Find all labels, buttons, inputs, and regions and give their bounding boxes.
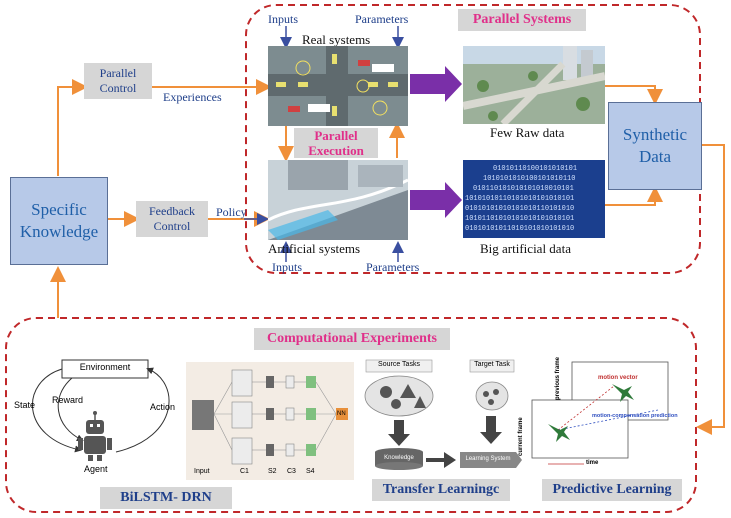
parameters-bottom-label: Parameters [366, 260, 420, 274]
synthetic-data-box: Synthetic Data [608, 102, 702, 190]
big-artificial-data-label: Big artificial data [480, 241, 571, 256]
transfer-learning-system-label: Learning System [465, 456, 511, 462]
policy-label: Policy [216, 205, 247, 219]
network-diagram [186, 362, 354, 480]
flow-big-to-synthetic [605, 186, 663, 206]
parallel-systems-title-box: Parallel Systems [458, 9, 586, 31]
network-nn-label: NN [337, 411, 346, 417]
transfer-diagram [364, 359, 522, 470]
parallel-execution-box: Parallel Execution [294, 128, 378, 158]
parameters-top-label: Parameters [355, 12, 409, 26]
plane-previous-icon [612, 384, 634, 402]
real-systems-image [268, 46, 408, 126]
parallel-execution-label: Parallel Execution [308, 128, 364, 158]
rl-action-label: Action [150, 402, 176, 412]
specific-knowledge-box: Specific Knowledge [10, 177, 108, 265]
real-systems-label: Real systems [302, 32, 371, 47]
rl-state-arrow [31, 368, 82, 453]
network-input-label: Input [194, 468, 210, 475]
bilstm-label: BiLSTM- DRN [120, 490, 212, 505]
computational-experiments-frame [5, 317, 697, 513]
predictive-current-frame-label: current frame [518, 417, 524, 456]
svg-text:010110101010101010010101: 010110101010101010010101 [473, 185, 574, 193]
predictive-label-box: Predictive Learning [542, 479, 682, 501]
transfer-label: Transfer Learningc [382, 482, 500, 497]
synthetic-data-label: Synthetic Data [622, 125, 688, 166]
svg-text:01010101010101010110101010: 01010101010101010110101010 [465, 205, 574, 213]
rl-agent-label: Agent [84, 464, 108, 474]
artificial-systems-image [268, 160, 408, 240]
network-c3-label: C3 [287, 468, 296, 475]
current-frame-box [531, 399, 629, 459]
artificial-systems-label: Artificial systems [268, 241, 361, 256]
svg-text:10101010110101010101010101: 10101010110101010101010101 [465, 195, 574, 203]
purple-arrow-artificial [410, 182, 462, 218]
parallel-control-label: Parallel Control [99, 66, 137, 95]
few-raw-data-image [463, 46, 605, 124]
robot-icon [78, 411, 112, 461]
rl-environment-label: Environment [79, 362, 131, 372]
specific-knowledge-label: Specific Knowledge [19, 200, 99, 241]
inputs-bottom-label: Inputs [272, 260, 302, 274]
flow-synthetic-to-experiments [696, 144, 725, 435]
few-raw-data-label: Few Raw data [490, 125, 565, 140]
flow-knowledge-to-control [57, 79, 88, 176]
transfer-label-box: Transfer Learningc [372, 479, 510, 501]
network-c1-label: C1 [240, 468, 249, 475]
transfer-target-label: Target Task [474, 361, 510, 368]
parallel-control-box: Parallel Control [84, 63, 152, 99]
predictive-label: Predictive Learning [552, 482, 672, 497]
rl-reward-arrow [57, 377, 84, 441]
svg-text:01010110100101010101: 01010110100101010101 [493, 165, 577, 173]
rl-diagram [31, 359, 170, 461]
experiences-label: Experiences [163, 90, 222, 104]
parallel-systems-title: Parallel Systems [472, 12, 572, 27]
big-artificial-data-image: 01010110100101010101 1010101010100101010… [463, 160, 605, 238]
feedback-control-label: Feedback Control [149, 204, 195, 233]
svg-text:01010101011010101010101010: 01010101011010101010101010 [465, 225, 574, 233]
transfer-source-label: Source Tasks [378, 361, 420, 368]
purple-arrow-real [410, 66, 462, 102]
predictive-motion-compensation-label: motion-compensation prediction [592, 413, 678, 419]
svg-text:10101101010101010101010101: 10101101010101010101010101 [465, 215, 574, 223]
inputs-top-label: Inputs [268, 12, 298, 26]
rl-reward-label: Reward [52, 395, 84, 405]
feedback-control-box: Feedback Control [136, 201, 208, 237]
rl-state-label: State [14, 400, 36, 410]
computational-experiments-title: Computational Experiments [267, 331, 437, 346]
plane-current-icon [548, 424, 570, 442]
predictive-previous-frame-label: previous frame [555, 356, 561, 400]
computational-experiments-title-box: Computational Experiments [254, 328, 450, 350]
network-s4-label: S4 [306, 468, 315, 475]
predictive-diagram [531, 361, 669, 465]
flow-raw-to-synthetic [605, 85, 663, 105]
predictive-motion-vector-label: motion vector [598, 375, 638, 381]
predictive-time-label: time [586, 460, 599, 466]
transfer-knowledge-label: Knowledge [384, 455, 414, 461]
rl-action-arrow [115, 367, 170, 453]
network-s2-label: S2 [268, 468, 277, 475]
bilstm-label-box: BiLSTM- DRN [100, 487, 232, 509]
svg-text:1010101010100101010110: 1010101010100101010110 [483, 175, 575, 183]
